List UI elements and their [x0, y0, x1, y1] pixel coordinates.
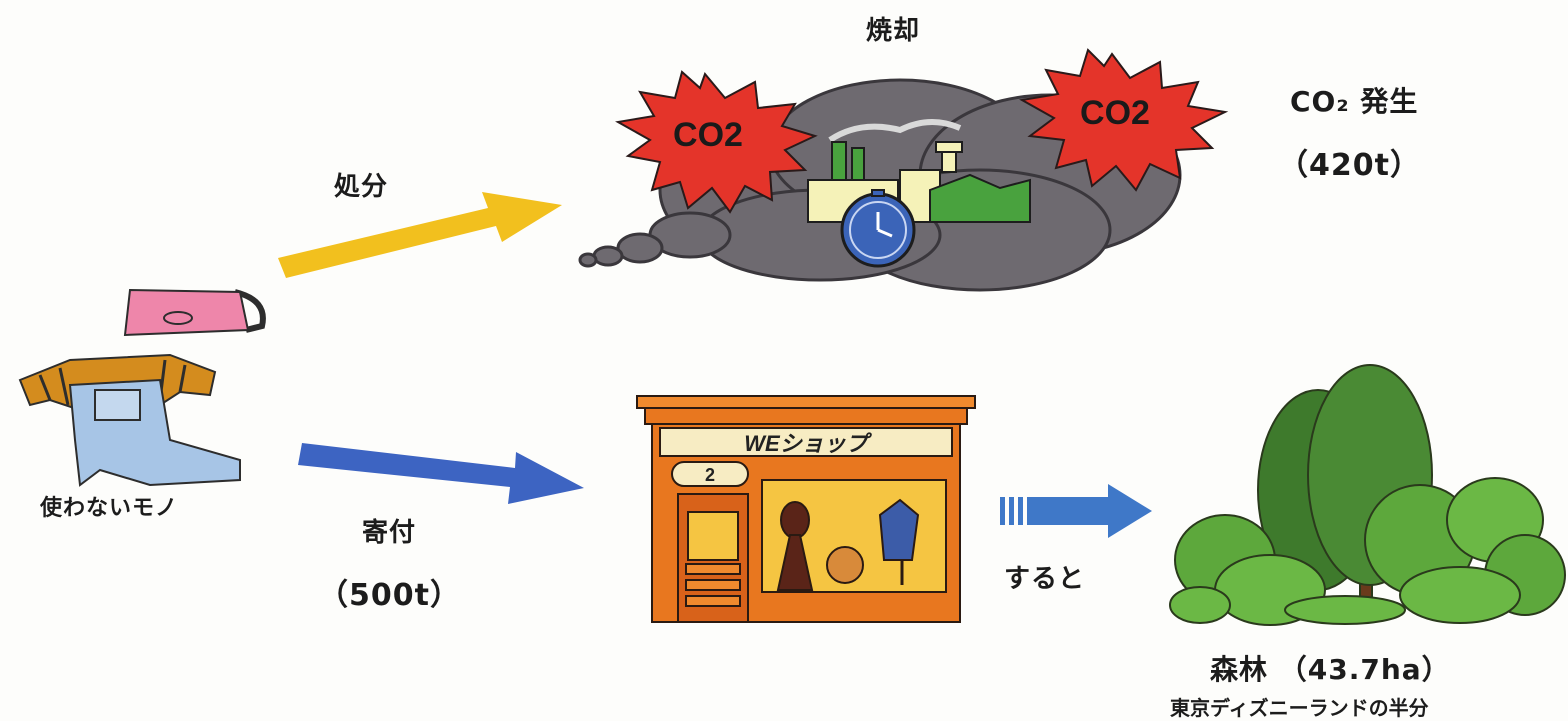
then-label: すると — [1004, 564, 1086, 594]
co2-amount-label: （420t） — [1278, 148, 1421, 183]
forest-icon — [1169, 364, 1566, 626]
we-shop-icon — [636, 395, 976, 623]
co2-burst-right — [1019, 48, 1229, 192]
co2-right-text: CO2 — [1080, 94, 1150, 132]
then-arrow — [1000, 484, 1152, 538]
donation-arrow — [298, 443, 584, 504]
donation-amount-label: （500t） — [318, 578, 461, 613]
forest-label: 森林 （43.7ha） — [1210, 653, 1451, 686]
clock-icon — [840, 189, 916, 268]
forest-note-label: 東京ディズニーランドの半分 — [1170, 696, 1429, 720]
shop-sign-text: WEショップ — [744, 431, 872, 456]
clothes-icon — [18, 353, 241, 487]
bag-icon — [123, 288, 266, 337]
co2-left-text: CO2 — [673, 116, 743, 154]
shop-number-text: 2 — [705, 465, 715, 485]
disposal-arrow — [278, 192, 562, 278]
incineration-label: 焼却 — [866, 16, 921, 46]
disposal-label: 処分 — [334, 172, 389, 202]
unused-items-label: 使わないモノ — [40, 496, 179, 521]
donation-label: 寄付 — [362, 518, 417, 548]
factory-icon — [807, 118, 1031, 223]
co2-generated-label: CO₂ 発生 — [1290, 85, 1419, 118]
co2-burst-left — [615, 70, 818, 214]
